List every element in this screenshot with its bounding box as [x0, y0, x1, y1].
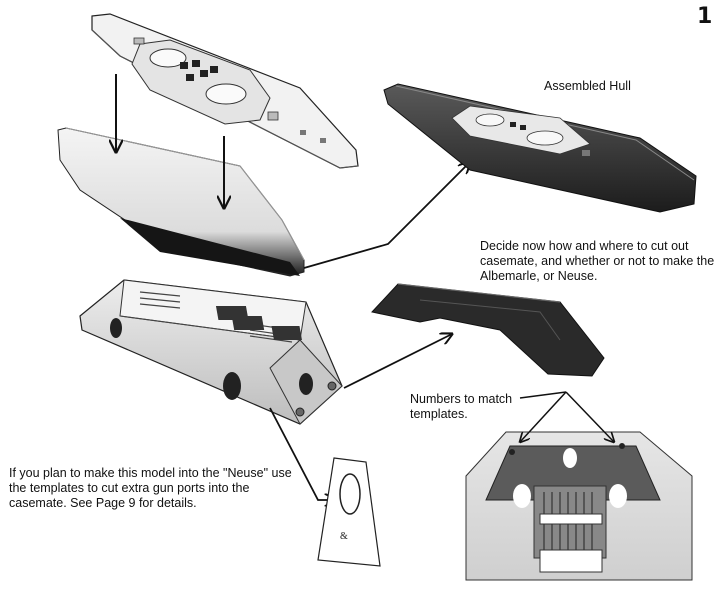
- assembly-arrow: [303, 162, 470, 269]
- cut-casemate-illustration: [371, 283, 605, 377]
- assembled-hull-illustration: [383, 83, 697, 213]
- casemate-arrow: [343, 334, 452, 389]
- numbers-to-match-note: Numbers to match templates.: [410, 392, 513, 421]
- neuse-instructions-note: If you plan to make this model into the …: [9, 466, 292, 510]
- casemate-illustration: [79, 279, 343, 425]
- assembled-hull-label: Assembled Hull: [544, 79, 631, 93]
- template-marking: &: [340, 531, 348, 542]
- template-piece-illustration: &: [317, 457, 381, 567]
- lower-hull-illustration: [57, 127, 305, 277]
- casemate-decision-note: Decide now how and where to cut out case…: [480, 239, 715, 283]
- page-number: 1: [697, 4, 713, 29]
- casemate-interior-photo: [465, 431, 693, 581]
- down-arrows: [116, 74, 224, 208]
- numbers-leaders: [520, 391, 614, 442]
- deck-piece-illustration: [91, 13, 359, 169]
